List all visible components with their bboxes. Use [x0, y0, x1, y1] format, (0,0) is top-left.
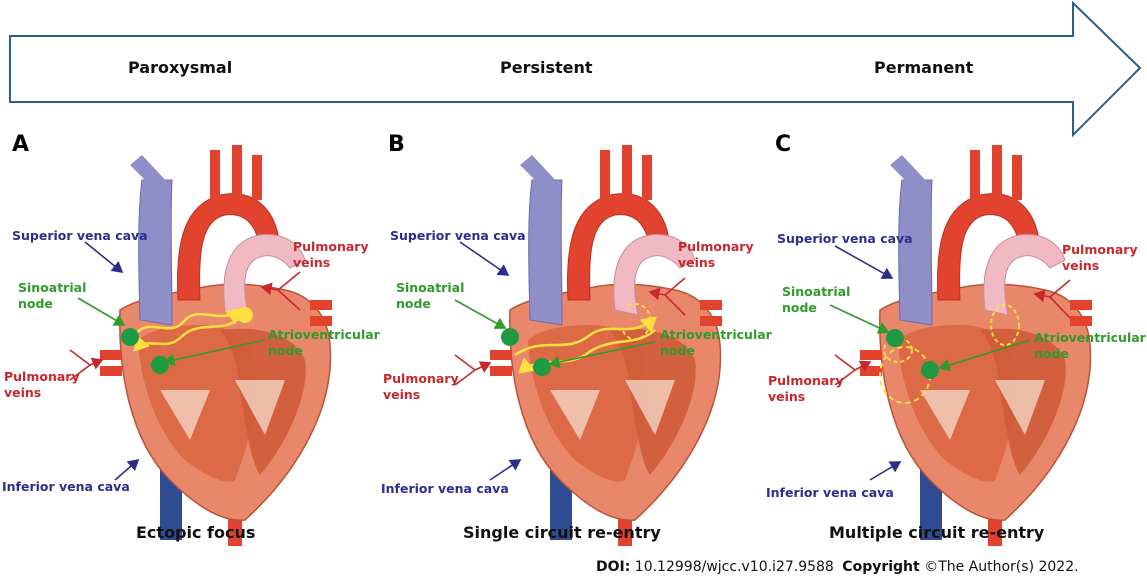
caption-single-circuit: Single circuit re-entry	[463, 523, 661, 542]
label-sinoatrial-node: Sinoatrial	[396, 280, 465, 295]
stage-label-persistent: Persistent	[500, 58, 593, 77]
doi-label: DOI:	[596, 559, 631, 575]
label-atrioventricular-node-2: node	[1034, 346, 1069, 361]
label-sinoatrial-node: Sinoatrial	[782, 284, 851, 299]
caption-ectopic-focus: Ectopic focus	[136, 523, 256, 542]
label-superior-vena-cava: Superior vena cava	[12, 228, 148, 243]
copyright-value: ©The Author(s) 2022.	[924, 559, 1079, 575]
label-pulmonary-veins-left-2: veins	[4, 385, 42, 400]
label-pulmonary-veins-right: Pulmonary	[678, 239, 754, 254]
label-pulmonary-veins-right-2: veins	[678, 255, 716, 270]
label-pulmonary-veins-left: Pulmonary	[768, 373, 844, 388]
label-pulmonary-veins-left: Pulmonary	[4, 369, 80, 384]
panel-letter-c: C	[775, 132, 792, 157]
label-pulmonary-veins-left-2: veins	[768, 389, 806, 404]
copyright-label: Copyright	[842, 559, 920, 575]
label-sinoatrial-node-2: node	[782, 300, 817, 315]
label-sinoatrial-node: Sinoatrial	[18, 280, 87, 295]
caption-multiple-circuit: Multiple circuit re-entry	[829, 523, 1045, 542]
label-atrioventricular-node-2: node	[268, 343, 303, 358]
doi-value: 10.12998/wjcc.v10.i27.9588	[634, 559, 834, 575]
panel-letter-b: B	[388, 132, 405, 157]
label-sinoatrial-node-2: node	[18, 296, 53, 311]
panel-letter-a: A	[12, 132, 30, 157]
label-pulmonary-veins-right: Pulmonary	[1062, 242, 1138, 257]
label-atrioventricular-node: Atrioventricular	[1034, 330, 1146, 345]
label-atrioventricular-node: Atrioventricular	[268, 327, 380, 342]
stage-label-permanent: Permanent	[874, 58, 974, 77]
label-pulmonary-veins-right-2: veins	[1062, 258, 1100, 273]
label-superior-vena-cava: Superior vena cava	[390, 228, 526, 243]
panel-b-heart	[489, 144, 723, 547]
label-pulmonary-veins-left-2: veins	[383, 387, 421, 402]
label-atrioventricular-node-2: node	[660, 343, 695, 358]
progression-arrow	[9, 0, 1142, 138]
label-superior-vena-cava: Superior vena cava	[777, 231, 913, 246]
label-pulmonary-veins-right: Pulmonary	[293, 239, 369, 254]
label-inferior-vena-cava: Inferior vena cava	[2, 479, 130, 494]
label-atrioventricular-node: Atrioventricular	[660, 327, 772, 342]
label-pulmonary-veins-left: Pulmonary	[383, 371, 459, 386]
label-pulmonary-veins-right-2: veins	[293, 255, 331, 270]
label-inferior-vena-cava: Inferior vena cava	[766, 485, 894, 500]
panel-c-heart	[859, 144, 1093, 547]
doi-footer: DOI: 10.12998/wjcc.v10.i27.9588 Copyrigh…	[596, 559, 1079, 575]
label-sinoatrial-node-2: node	[396, 296, 431, 311]
label-inferior-vena-cava: Inferior vena cava	[381, 481, 509, 496]
stage-label-paroxysmal: Paroxysmal	[128, 58, 233, 77]
